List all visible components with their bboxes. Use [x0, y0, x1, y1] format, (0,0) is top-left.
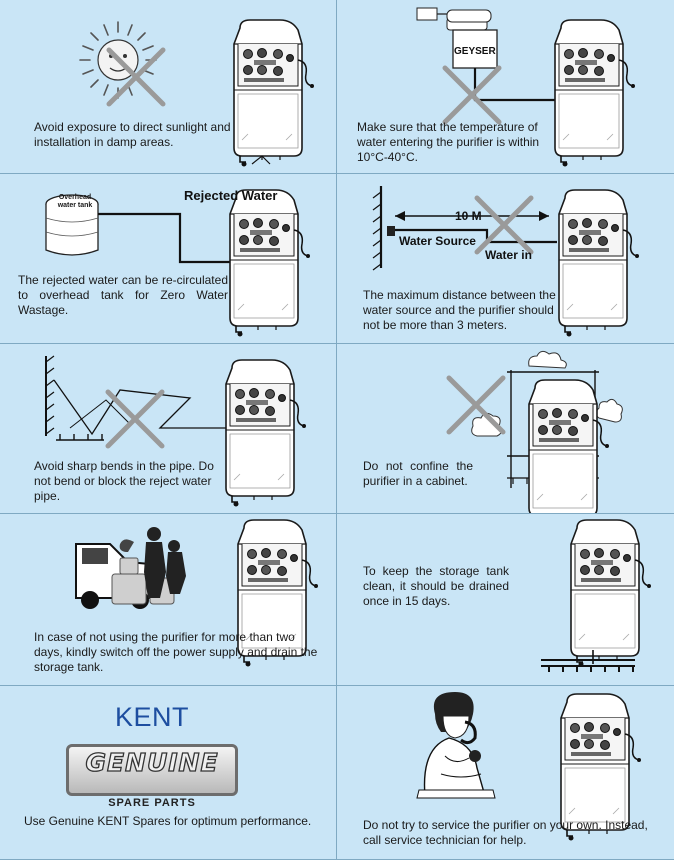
geyser-illustration	[416, 7, 636, 168]
cross-icon	[445, 68, 499, 122]
genuine-badge	[66, 744, 238, 796]
geyser-icon	[446, 9, 498, 69]
panel-pipe-bends: Avoid sharp bends in the pipe. Do not be…	[0, 344, 337, 514]
caption: Do not try to service the purifier on yo…	[363, 818, 648, 847]
panel-sunlight: Avoid exposure to direct sunlight and in…	[0, 0, 337, 174]
purifier-icon	[225, 359, 307, 508]
purifier-icon	[558, 189, 640, 338]
caption: Avoid exposure to direct sunlight and in…	[34, 120, 231, 149]
panel-service: Do not try to service the purifier on yo…	[337, 686, 674, 860]
wall-icon	[372, 186, 383, 271]
purifier-icon	[229, 189, 311, 338]
panel-drain: To keep the storage tank clean, it shoul…	[337, 514, 674, 686]
service-illustration	[416, 692, 642, 842]
cross-icon	[477, 198, 531, 252]
panel-genuine-spares: KENT GENUINE SPARE PARTS Use Genuine KEN…	[0, 686, 337, 860]
distance-label: 10 M	[455, 209, 482, 223]
geyser-label: GEYSER	[454, 46, 496, 57]
cabinet-illustration	[337, 350, 623, 513]
overhead-tank-icon	[45, 194, 99, 256]
drain-illustration	[541, 519, 652, 672]
tank-illustration	[45, 189, 311, 338]
caption: The rejected water can be re-circulated …	[18, 273, 228, 317]
people-icon	[119, 527, 186, 598]
water-source-label: Water Source	[399, 234, 476, 248]
wall-icon	[45, 355, 104, 441]
travel-illustration	[75, 519, 319, 668]
spare-parts-label: SPARE PARTS	[108, 797, 196, 809]
panel-cabinet: Do not confine the purifier in a cabinet…	[337, 344, 674, 514]
cloud-icon	[471, 350, 623, 437]
caption: The maximum distance between the water s…	[363, 288, 556, 332]
rejected-water-label: Rejected Water	[184, 188, 278, 203]
panel-distance: 10 M Water Source Water in The maximum d…	[337, 174, 674, 344]
panel-switch-off: In case of not using the purifier for mo…	[0, 514, 337, 686]
phone-operator-icon	[416, 692, 496, 799]
purifier-icon	[570, 519, 652, 668]
floor-drain-icon	[541, 659, 635, 672]
sunlight-illustration	[79, 19, 315, 168]
purifier-icon	[554, 19, 636, 168]
cross-icon	[108, 392, 162, 446]
caption: In case of not using the purifier for mo…	[34, 630, 318, 674]
caption: Avoid sharp bends in the pipe. Do not be…	[34, 459, 214, 503]
tank-label: Overhead water tank	[57, 194, 93, 209]
kent-logo: KENT	[115, 702, 190, 732]
caption: To keep the storage tank clean, it shoul…	[363, 564, 509, 608]
genuine-word: GENUINE	[85, 747, 219, 777]
caption: Use Genuine KENT Spares for optimum perf…	[24, 814, 312, 828]
caption: Do not confine the purifier in a cabinet…	[363, 459, 473, 488]
distance-illustration	[372, 186, 640, 338]
purifier-icon	[528, 379, 610, 513]
panel-temperature: GEYSER Make sure that the temperature of…	[337, 0, 674, 174]
caption: Make sure that the temperature of water …	[357, 120, 540, 164]
pipe-bends-illustration	[45, 355, 307, 508]
purifier-icon	[233, 19, 315, 168]
panel-rejected-water: Overhead water tank Rejected Water The r…	[0, 174, 337, 344]
water-in-label: Water in	[485, 248, 532, 262]
